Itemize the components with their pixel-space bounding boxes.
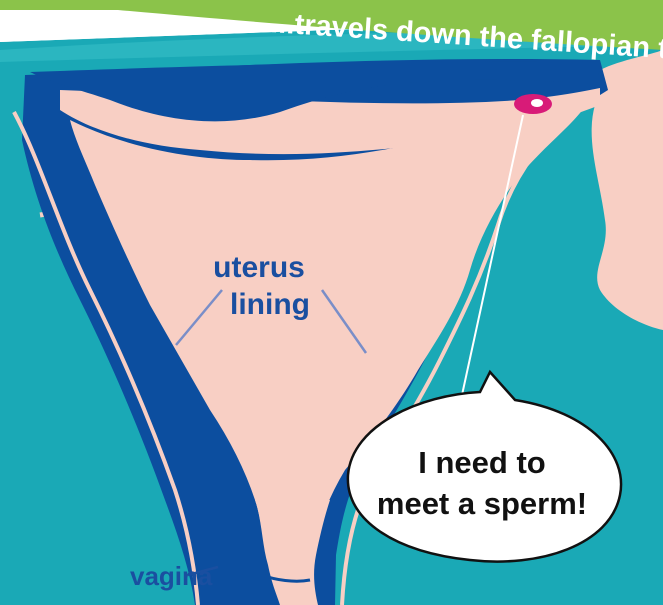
bubble-line-2: meet a sperm! xyxy=(377,486,587,521)
egg-icon xyxy=(514,94,552,114)
bubble-line-1: I need to xyxy=(418,445,545,480)
lining-label: lining xyxy=(230,288,310,321)
uterus-label: uterus xyxy=(213,251,305,284)
vagina-label: vagina xyxy=(130,561,213,591)
